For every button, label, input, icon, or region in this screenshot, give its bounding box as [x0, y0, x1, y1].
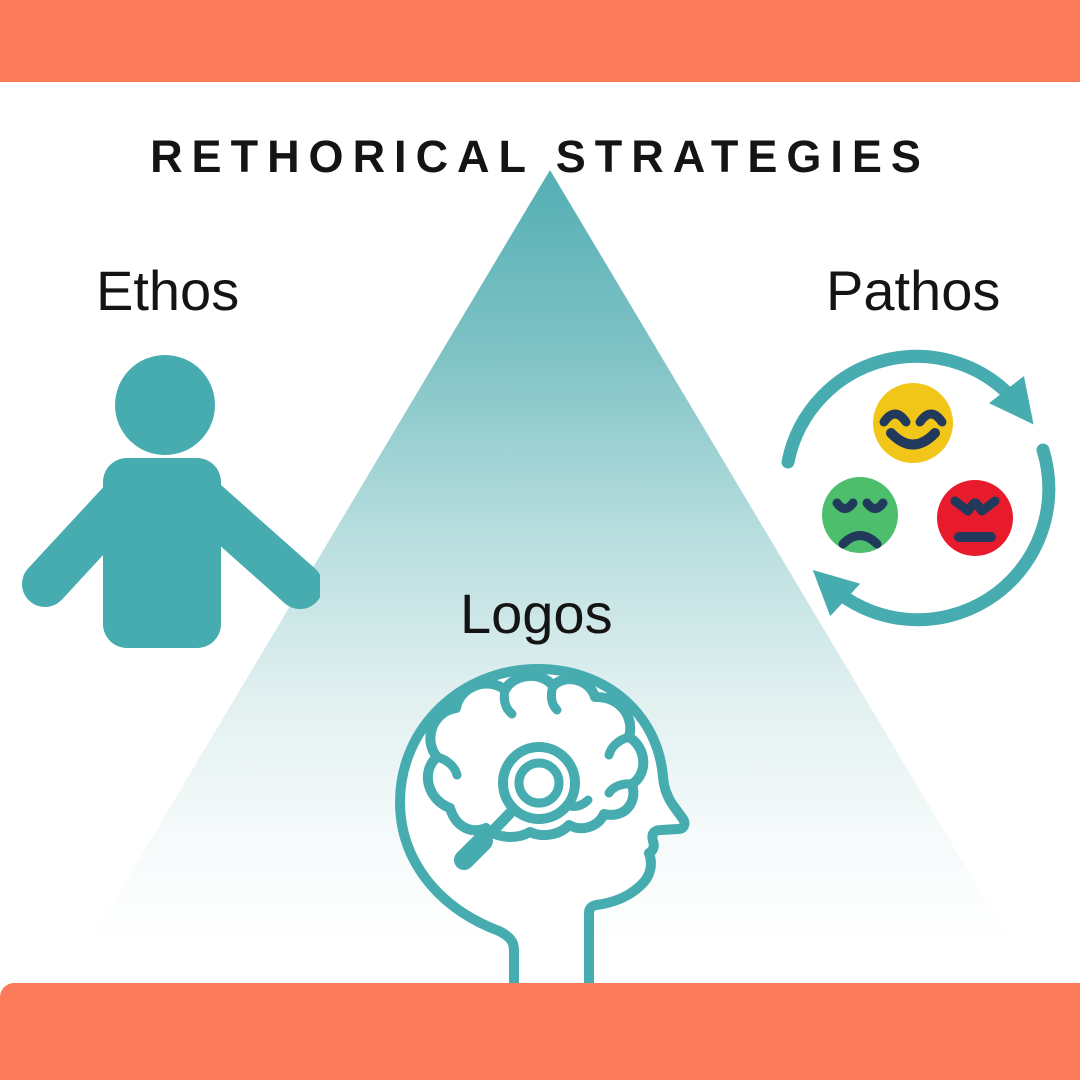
logos-label: Logos: [460, 582, 613, 645]
top-band: [0, 0, 1080, 82]
person-head: [115, 355, 215, 455]
brain-icon: [422, 670, 649, 842]
person-right-arm: [169, 467, 320, 609]
ethos-label: Ethos: [96, 259, 240, 322]
person-icon: [22, 355, 320, 648]
pathos-label: Pathos: [826, 259, 1001, 322]
magnifier-icon: [454, 742, 580, 870]
emotion-faces-cycle-icon: [781, 349, 1056, 627]
page-title: RETHORICAL STRATEGIES: [150, 131, 930, 182]
person-left-arm: [22, 467, 155, 607]
bottom-band: [0, 983, 1080, 1080]
sad-face-icon: [822, 477, 898, 553]
happy-face-icon: [873, 383, 953, 463]
cycle-arrow-bottom-icon: [812, 443, 1056, 627]
angry-face-icon: [937, 480, 1013, 556]
cycle-arrow-top-icon: [781, 349, 1034, 469]
head-brain-magnifier-icon: [395, 664, 690, 983]
